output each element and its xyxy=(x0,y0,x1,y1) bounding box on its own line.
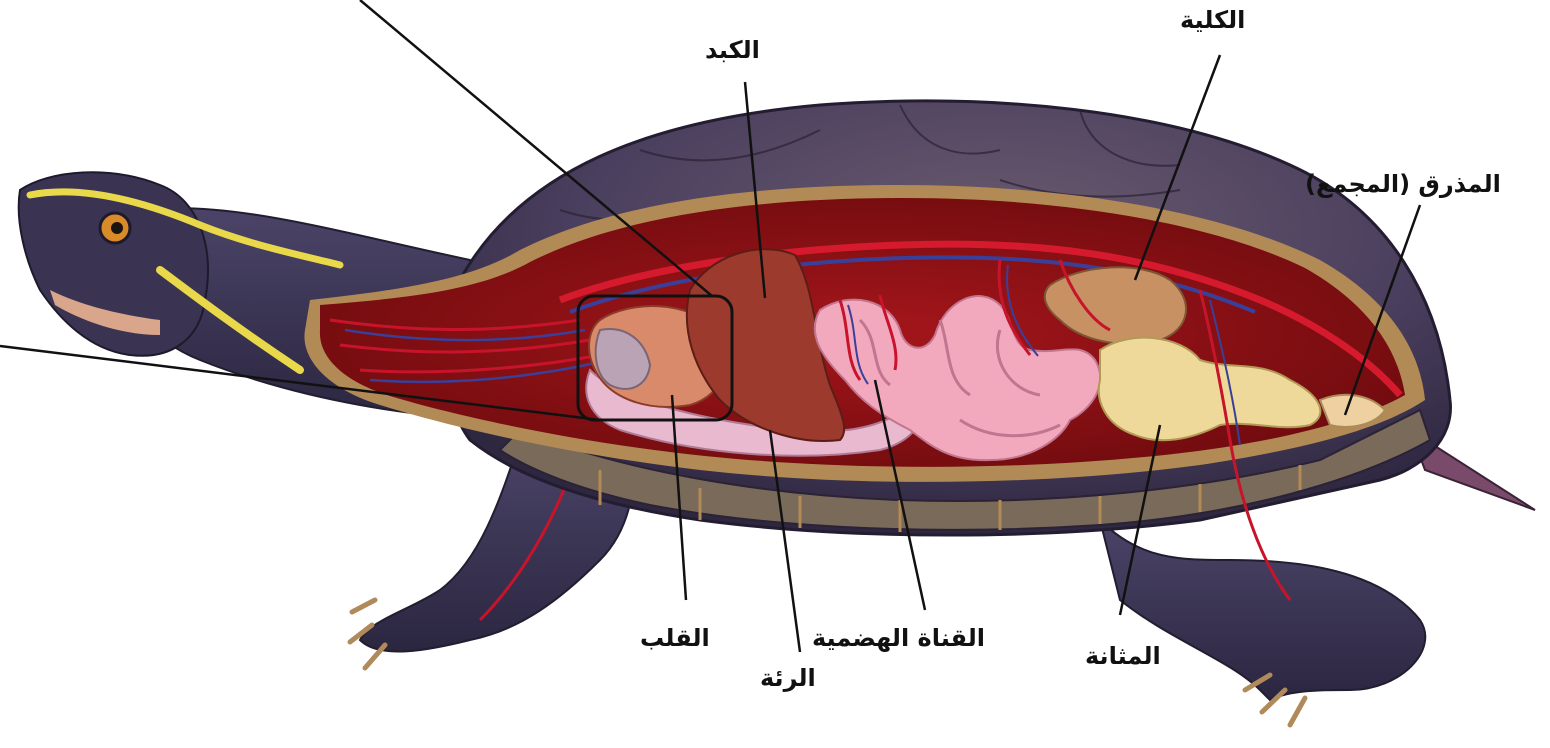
label-bladder: المثانة xyxy=(1085,644,1161,668)
label-liver: الكبد xyxy=(705,38,760,62)
label-heart: القلب xyxy=(640,626,710,650)
pupil xyxy=(111,222,123,234)
rear-leg xyxy=(1100,520,1425,700)
label-kidney: الكلية xyxy=(1180,8,1245,32)
label-cloaca: المذرق (المجمع) xyxy=(1305,172,1501,196)
label-lung: الرئة xyxy=(760,666,816,690)
label-digestive-tract: القناة الهضمية xyxy=(812,626,985,650)
